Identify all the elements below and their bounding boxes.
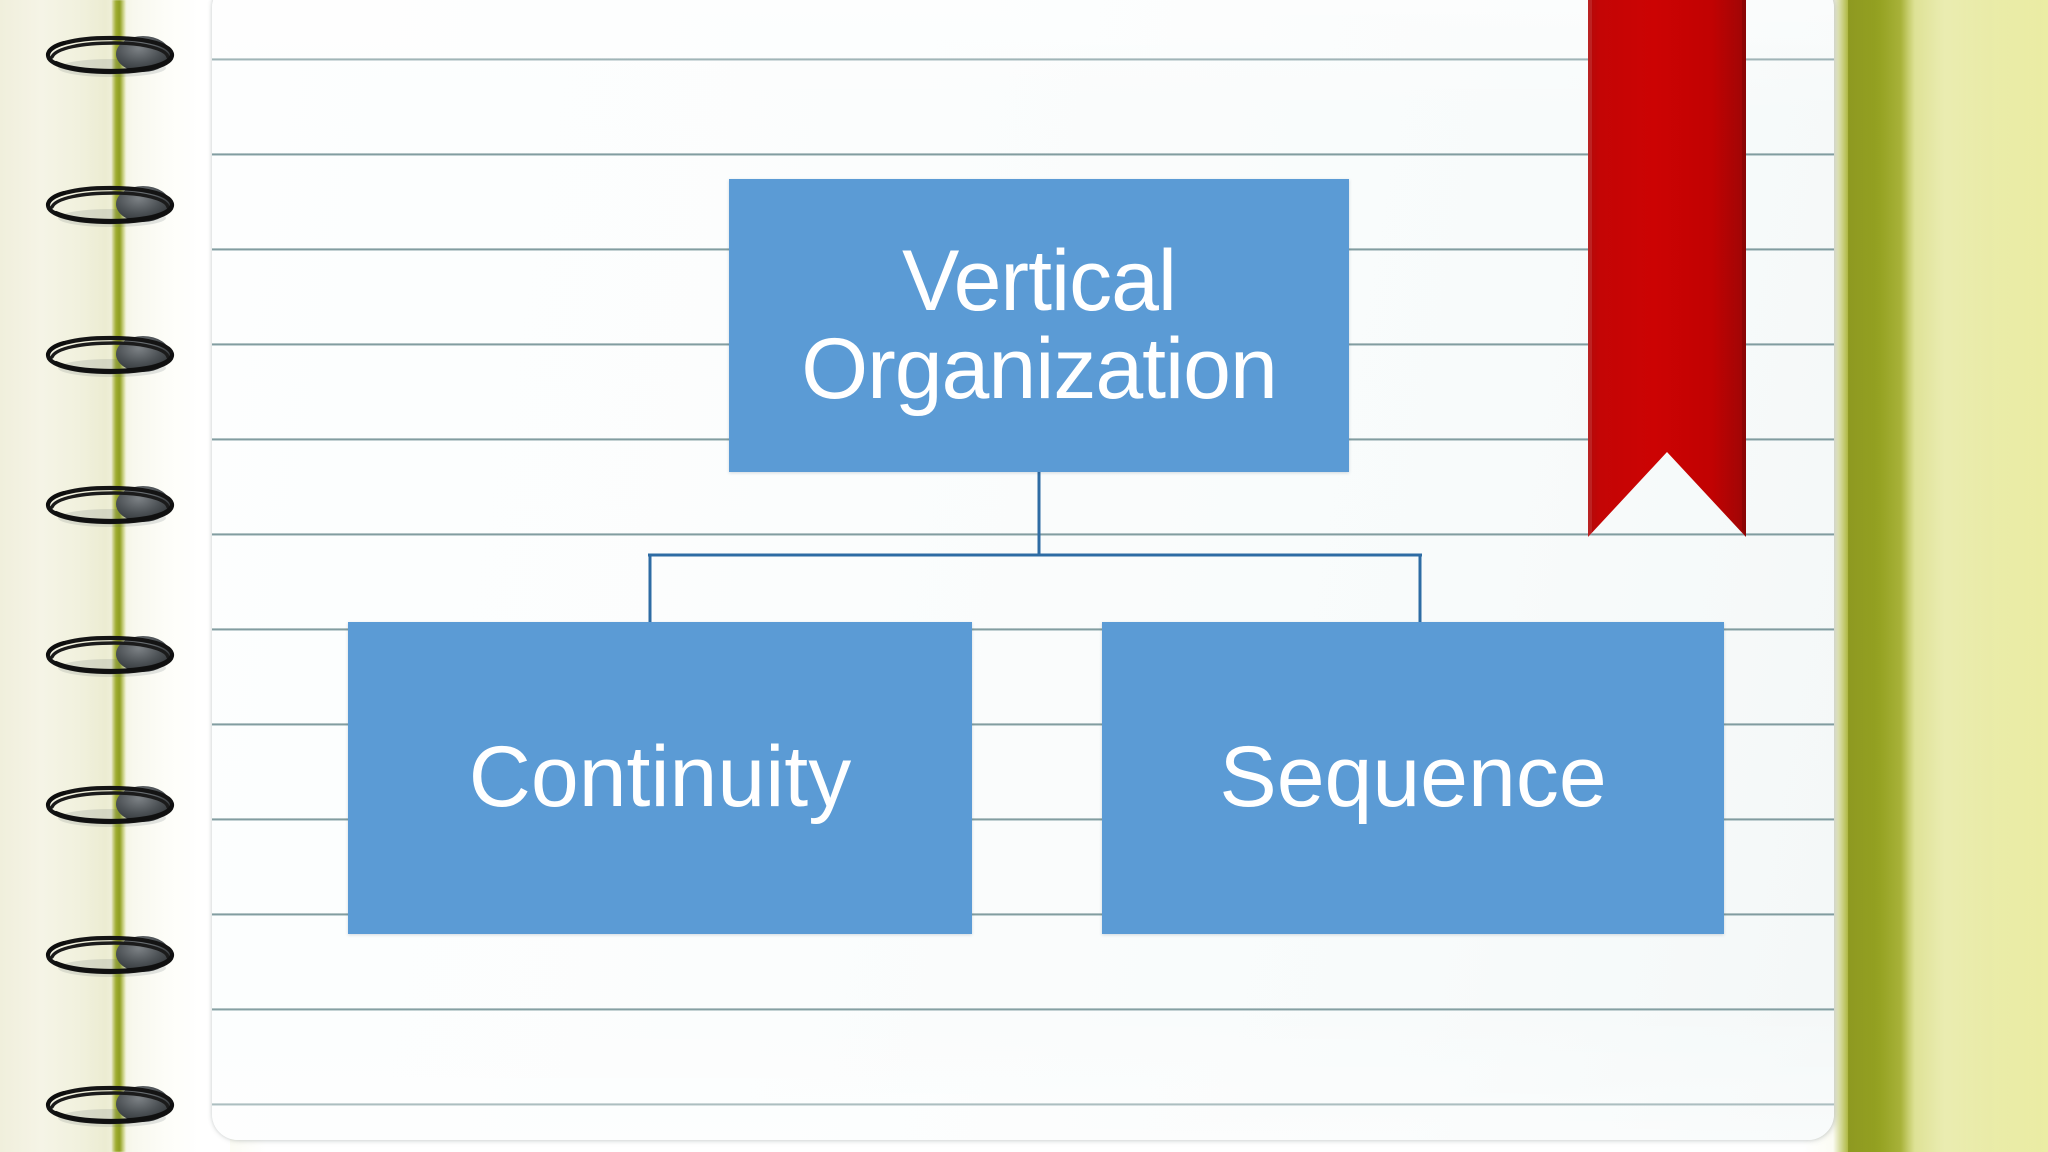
org-node-continuity[interactable]: Continuity [348,622,972,934]
org-node-root[interactable]: Vertical Organization [729,179,1349,472]
org-node-continuity-label: Continuity [468,729,852,826]
org-node-sequence[interactable]: Sequence [1102,622,1724,934]
binding-spine-stripe [112,0,126,1152]
org-node-root-label: Vertical Organization [801,232,1278,417]
org-node-sequence-label: Sequence [1219,729,1607,826]
red-ribbon-bookmark-icon [1588,0,1746,540]
